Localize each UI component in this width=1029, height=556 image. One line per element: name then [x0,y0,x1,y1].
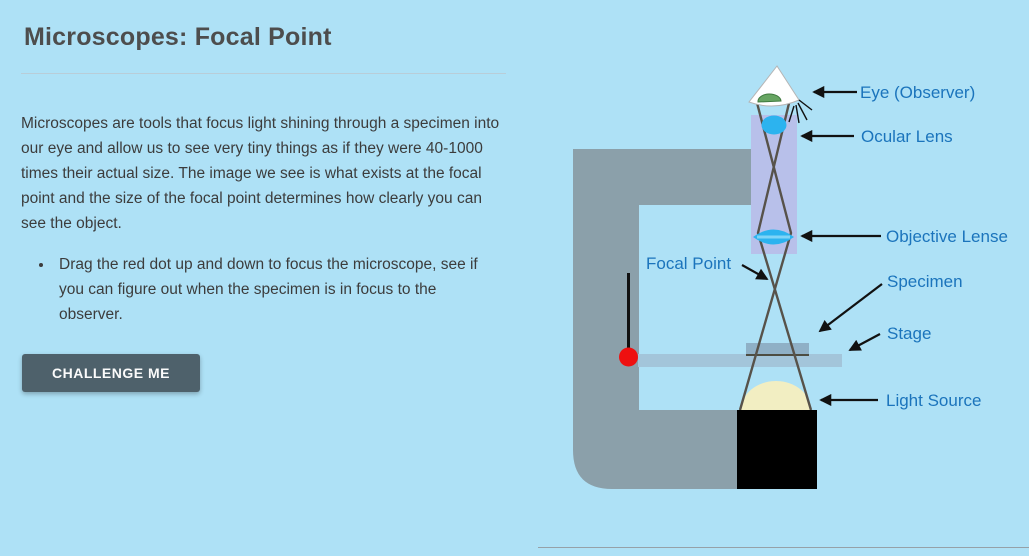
ocular-lens [761,115,787,135]
eye-iris [757,93,782,103]
light-source-box [737,410,817,489]
label-eye-observer: Eye (Observer) [860,83,975,102]
arrow-specimen [818,283,883,333]
label-light-source: Light Source [886,391,981,410]
intro-paragraph: Microscopes are tools that focus light s… [21,115,500,232]
microscope-body [573,149,757,489]
instruction-item: Drag the red dot up and down to focus th… [54,252,479,327]
title-divider [21,73,506,74]
microscope-diagram: Eye (Observer) Ocular Lens Objective Len… [573,65,1008,489]
label-focal-point: Focal Point [646,254,731,273]
label-stage: Stage [887,324,931,343]
label-ocular-lens: Ocular Lens [861,127,953,146]
arrow-focal-point [741,264,769,280]
label-objective-lens: Objective Lense [886,227,1008,246]
label-specimen: Specimen [887,272,963,291]
stage-bar [638,354,842,367]
focus-drag-dot[interactable] [619,347,638,367]
light-dome [741,381,811,410]
description-panel: Microscopes: Focal Point Microscopes are… [21,0,511,556]
challenge-me-button[interactable]: CHALLENGE ME [22,354,200,392]
page-title: Microscopes: Focal Point [24,23,332,51]
bottom-divider [538,547,1029,548]
arrow-stage [848,333,881,351]
eyelashes-icon [788,99,813,124]
light-ray-right [756,98,813,411]
instruction-list: Drag the red dot up and down to focus th… [36,252,499,327]
light-ray-left [738,98,793,411]
